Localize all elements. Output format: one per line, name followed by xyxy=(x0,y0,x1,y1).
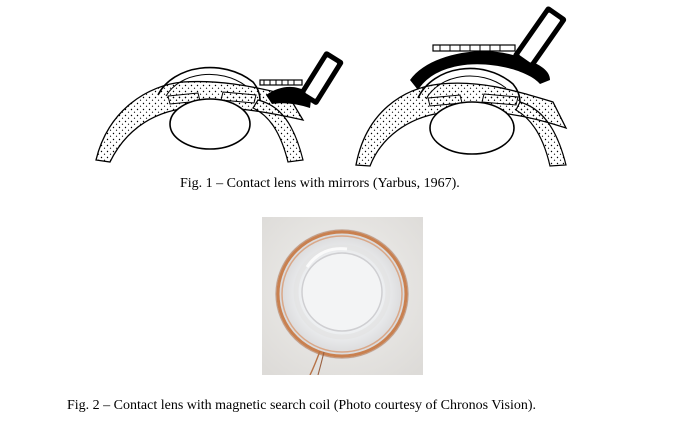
fig1-left-eye xyxy=(95,51,344,163)
figure-1-caption: Fig. 1 – Contact lens with mirrors (Yarb… xyxy=(180,176,460,191)
fig2-photo xyxy=(262,217,423,375)
figure-2-caption: Fig. 2 – Contact lens with magnetic sear… xyxy=(67,398,536,413)
fig1-right-eye xyxy=(355,6,568,167)
fig1-illustration xyxy=(95,6,568,167)
